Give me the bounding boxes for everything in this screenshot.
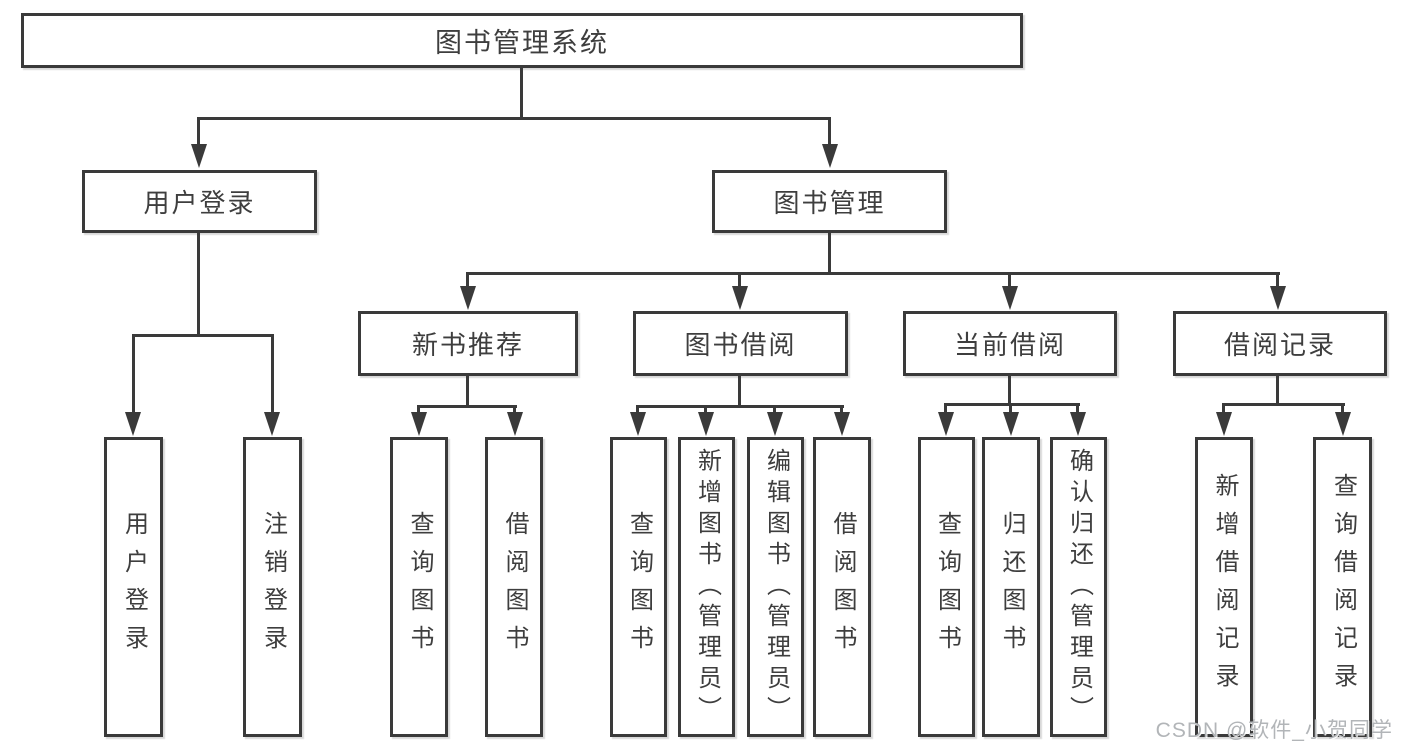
connector-leaf-drop (1009, 403, 1012, 416)
connector-to-book-borrow (738, 272, 741, 290)
arrow-down-icon (507, 412, 523, 436)
connector-user-login-stem (197, 231, 200, 336)
connector-book-mgmt-stem (828, 231, 831, 274)
arrow-down-icon (938, 412, 954, 436)
node-book-borrowing: 图书借阅 (633, 311, 848, 376)
connector-root-crossbar (197, 117, 831, 120)
node-library-management-system: 图书管理系统 (21, 13, 1023, 68)
arrow-down-icon (1335, 412, 1351, 436)
leaf-query-books-borrowing: 查询图书 (610, 437, 667, 737)
connector-book-mgmt-crossbar (466, 272, 1280, 275)
arrow-down-icon (264, 412, 280, 436)
arrow-down-icon (1070, 412, 1086, 436)
arrow-down-icon (630, 412, 646, 436)
connector-leaf-drop (1222, 403, 1225, 416)
leaf-return-book: 归还图书 (982, 437, 1040, 737)
arrow-down-icon (125, 412, 141, 436)
arrow-down-icon (834, 412, 850, 436)
connector-leaf-drop (513, 405, 516, 416)
arrow-down-icon (1002, 286, 1018, 310)
watermark: CSDN @软件_小贺同学 (1155, 719, 1393, 742)
connector-borrow-records-stem (1276, 374, 1279, 406)
arrow-down-icon (767, 412, 783, 436)
node-current-borrowing: 当前借阅 (903, 311, 1117, 376)
leaf-edit-book-admin: 编辑图书（管理员） (747, 437, 804, 737)
connector-new-book-crossbar (417, 405, 517, 408)
leaf-user-login: 用户登录 (104, 437, 163, 737)
connector-to-leaf-logout (271, 334, 274, 416)
leaf-query-borrow-record: 查询借阅记录 (1313, 437, 1372, 737)
node-borrowing-records: 借阅记录 (1173, 311, 1387, 376)
arrow-down-icon (698, 412, 714, 436)
connector-to-book-management (828, 117, 831, 149)
connector-leaf-drop (417, 405, 420, 416)
connector-borrow-records-crossbar (1222, 403, 1345, 406)
leaf-query-books-newbook: 查询图书 (390, 437, 448, 737)
connector-to-user-login (197, 117, 200, 149)
leaf-add-borrow-record: 新增借阅记录 (1195, 437, 1253, 737)
connector-current-borrow-stem (1008, 374, 1011, 406)
connector-to-current-borrow (1008, 272, 1011, 290)
connector-leaf-drop (1341, 403, 1344, 416)
node-new-book-recommend: 新书推荐 (358, 311, 578, 376)
arrow-down-icon (1216, 412, 1232, 436)
connector-to-borrow-records (1276, 272, 1279, 290)
leaf-logout-login: 注销登录 (243, 437, 302, 737)
connector-leaf-drop (773, 405, 776, 416)
connector-leaf-drop (944, 403, 947, 416)
connector-leaf-drop (636, 405, 639, 416)
node-user-login-group: 用户登录 (82, 170, 317, 233)
connector-to-leaf-user-login (132, 334, 135, 416)
leaf-add-book-admin: 新增图书（管理员） (678, 437, 735, 737)
connector-leaf-drop (840, 405, 843, 416)
arrow-down-icon (460, 286, 476, 310)
leaf-borrow-books-newbook: 借阅图书 (485, 437, 543, 737)
connector-new-book-stem (466, 374, 469, 408)
connector-root-stem (520, 66, 523, 120)
arrow-down-icon (1003, 412, 1019, 436)
arrow-down-icon (822, 144, 838, 168)
arrow-down-icon (732, 286, 748, 310)
arrow-down-icon (411, 412, 427, 436)
connector-book-borrow-crossbar (636, 405, 844, 408)
arrow-down-icon (191, 144, 207, 168)
arrow-down-icon (1270, 286, 1286, 310)
connector-current-borrow-crossbar (944, 403, 1080, 406)
connector-to-new-book (466, 272, 469, 290)
connector-book-borrow-stem (738, 374, 741, 408)
connector-user-login-crossbar (132, 334, 274, 337)
node-book-management-group: 图书管理 (712, 170, 947, 233)
connector-leaf-drop (1076, 403, 1079, 416)
leaf-query-books-current: 查询图书 (918, 437, 975, 737)
leaf-confirm-return-admin: 确认归还（管理员） (1050, 437, 1107, 737)
connector-leaf-drop (704, 405, 707, 416)
leaf-borrow-books-borrowing: 借阅图书 (813, 437, 871, 737)
